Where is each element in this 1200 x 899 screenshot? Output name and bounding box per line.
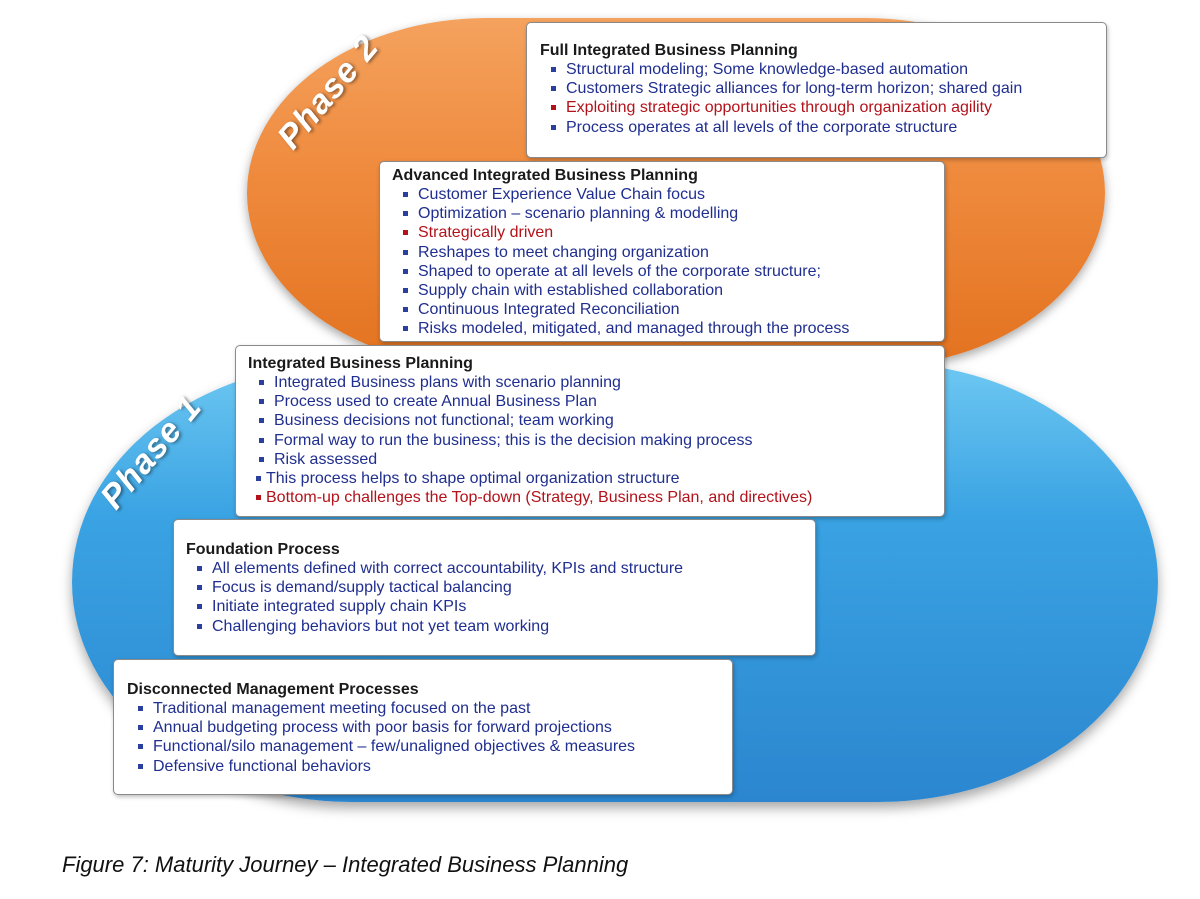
ibp-box: Integrated Business Planning Integrated … [235,345,945,517]
bullet-icon [256,476,261,482]
list-item: Supply chain with established collaborat… [392,281,934,300]
box-title: Advanced Integrated Business Planning [392,167,698,184]
bullet-icon [551,105,556,111]
list-item-text: Integrated Business plans with scenario … [274,374,621,391]
figure-caption: Figure 7: Maturity Journey – Integrated … [62,852,629,877]
bullet-list: Structural modeling; Some knowledge-base… [540,60,1096,137]
list-item: Risk assessed [248,450,934,469]
bullet-icon [197,623,202,629]
list-item-text: Functional/silo management – few/unalign… [153,738,636,756]
foundation-box: Foundation Process All elements defined … [173,519,816,656]
list-item-text: Structural modeling; Some knowledge-base… [566,61,969,78]
bullet-list: All elements defined with correct accoun… [186,559,805,636]
list-item-text: Customer Experience Value Chain focus [418,186,705,203]
list-item: Reshapes to meet changing organization [392,243,934,262]
bullet-icon [403,211,408,217]
list-item: Focus is demand/supply tactical balancin… [186,578,805,597]
bullet-icon [403,326,408,332]
list-item: Risks modeled, mitigated, and managed th… [392,319,934,338]
bullet-icon [403,230,408,236]
bullet-icon [403,288,408,294]
bullet-icon [551,86,556,92]
list-item: Process operates at all levels of the co… [540,118,1096,137]
bullet-icon [259,380,264,385]
list-item: Optimization – scenario planning & model… [392,204,934,223]
bullet-icon [256,495,261,501]
list-item-text: Shaped to operate at all levels of the c… [418,262,821,280]
list-item-text: Process used to create Annual Business P… [274,393,597,411]
list-item: Defensive functional behaviors [127,757,722,776]
list-item: Annual budgeting process with poor basis… [127,718,722,737]
disconnected-box: Disconnected Management Processes Tradit… [113,659,733,795]
bullet-icon [138,725,143,731]
list-item-text: Business decisions not functional; team … [274,412,614,430]
list-item: Functional/silo management – few/unalign… [127,737,722,756]
bullet-icon [197,604,202,610]
list-item-text: Formal way to run the business; this is … [274,431,753,449]
bullet-icon [551,67,556,72]
bullet-icon [259,437,264,443]
list-item: All elements defined with correct accoun… [186,559,805,578]
bullet-list: Integrated Business plans with scenario … [248,373,934,507]
list-item-text: This process helps to shape optimal orga… [266,470,680,488]
list-item: Customers Strategic alliances for long-t… [540,79,1096,98]
list-item-text: Optimization – scenario planning & model… [418,205,739,223]
bullet-icon [138,744,143,750]
bullet-icon [138,763,143,769]
list-item: This process helps to shape optimal orga… [248,469,934,488]
list-item: Integrated Business plans with scenario … [248,373,934,392]
bullet-list: Customer Experience Value Chain focus Op… [392,185,934,339]
list-item-text: Annual budgeting process with poor basis… [153,719,612,737]
list-item: Business decisions not functional; team … [248,411,934,430]
bullet-icon [138,706,143,711]
list-item: Formal way to run the business; this is … [248,431,934,450]
list-item-text: Risk assessed [274,450,378,468]
list-item: Continuous Integrated Reconciliation [392,300,934,319]
list-item-text: All elements defined with correct accoun… [212,560,684,577]
bullet-icon [197,585,202,591]
list-item: Strategically driven [392,223,934,242]
bullet-icon [403,307,408,313]
list-item: Customer Experience Value Chain focus [392,185,934,204]
list-item: Initiate integrated supply chain KPIs [186,597,805,616]
list-item: Structural modeling; Some knowledge-base… [540,60,1096,79]
bullet-icon [259,418,264,424]
box-title: Disconnected Management Processes [127,681,419,698]
list-item-text: Reshapes to meet changing organization [418,243,709,261]
list-item-text: Process operates at all levels of the co… [566,118,958,136]
list-item: Traditional management meeting focused o… [127,699,722,718]
list-item-text: Strategically driven [418,224,554,242]
list-item-text: Continuous Integrated Reconciliation [418,301,680,319]
list-item-text: Risks modeled, mitigated, and managed th… [418,320,850,338]
list-item-text: Initiate integrated supply chain KPIs [212,598,467,616]
list-item: Process used to create Annual Business P… [248,392,934,411]
list-item: Shaped to operate at all levels of the c… [392,262,934,281]
list-item-text: Focus is demand/supply tactical balancin… [212,579,512,597]
bullet-icon [259,456,264,462]
box-title: Full Integrated Business Planning [540,42,798,59]
list-item-text: Traditional management meeting focused o… [153,700,531,717]
bullet-list: Traditional management meeting focused o… [127,699,722,776]
bullet-icon [403,268,408,274]
bullet-icon [403,249,408,255]
list-item: Challenging behaviors but not yet team w… [186,617,805,636]
list-item-text: Defensive functional behaviors [153,757,371,775]
list-item-text: Supply chain with established collaborat… [418,282,724,300]
box-title: Integrated Business Planning [248,355,473,372]
list-item-text: Exploiting strategic opportunities throu… [566,99,993,117]
box-title: Foundation Process [186,541,340,558]
list-item-text: Customers Strategic alliances for long-t… [566,80,1023,98]
advanced-ibp-box: Advanced Integrated Business Planning Cu… [379,161,945,342]
list-item-text: Bottom-up challenges the Top-down (Strat… [266,489,813,507]
list-item: Exploiting strategic opportunities throu… [540,98,1096,117]
full-ibp-box: Full Integrated Business Planning Struct… [526,22,1107,158]
list-item-text: Challenging behaviors but not yet team w… [212,617,550,635]
bullet-icon [259,399,264,405]
bullet-icon [197,566,202,571]
bullet-icon [551,124,556,130]
list-item: Bottom-up challenges the Top-down (Strat… [248,488,934,507]
bullet-icon [403,192,408,197]
